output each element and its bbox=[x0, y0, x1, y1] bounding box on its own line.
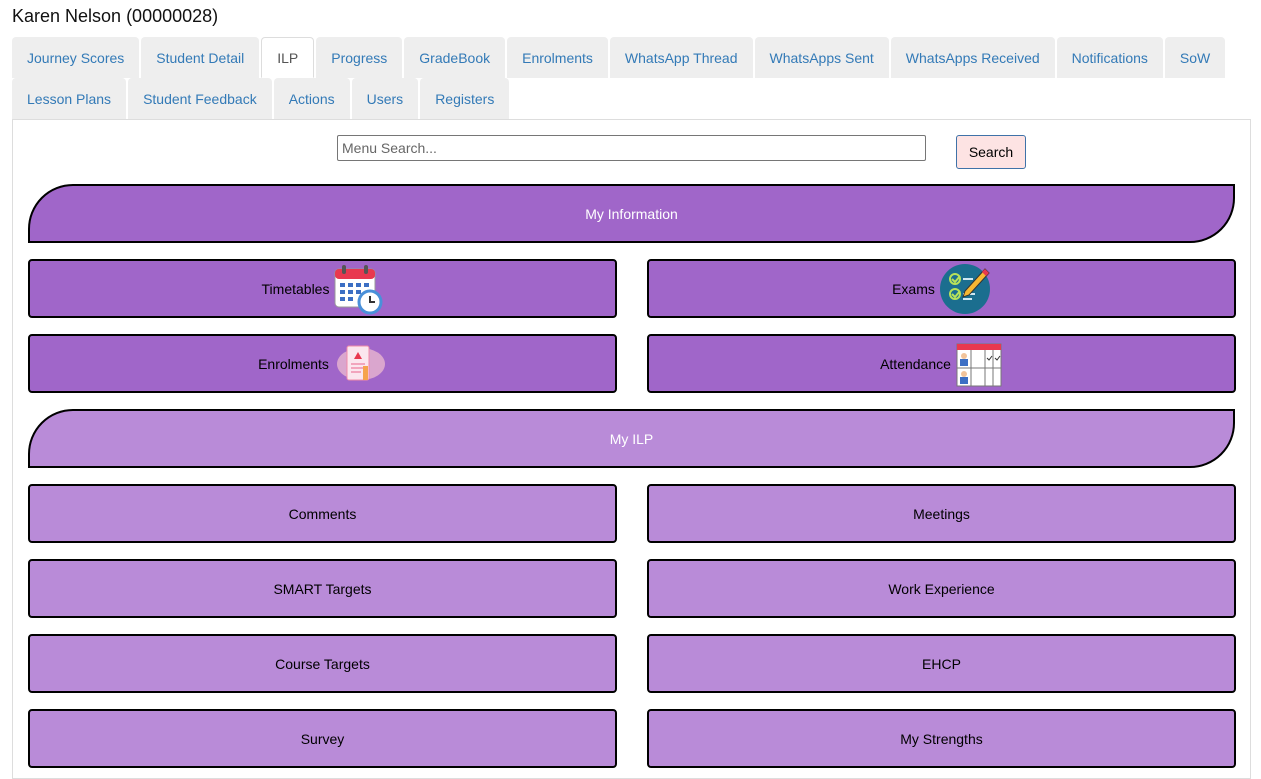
card-enrolments[interactable]: Enrolments bbox=[28, 334, 617, 393]
card-smart-targets[interactable]: SMART Targets bbox=[28, 559, 617, 618]
application-form-icon bbox=[333, 338, 387, 390]
tab-whatsapps-sent[interactable]: WhatsApps Sent bbox=[754, 37, 889, 78]
section-header-my-information[interactable]: My Information bbox=[28, 184, 1235, 243]
tab-lesson-plans[interactable]: Lesson Plans bbox=[12, 78, 127, 119]
card-timetables[interactable]: Timetables bbox=[28, 259, 617, 318]
search-button[interactable]: Search bbox=[956, 135, 1026, 169]
card-label: My Strengths bbox=[900, 730, 983, 747]
section-title: My Information bbox=[585, 205, 678, 222]
section-header-my-ilp[interactable]: My ILP bbox=[28, 409, 1235, 468]
tab-ilp[interactable]: ILP bbox=[261, 37, 315, 78]
tab-notifications[interactable]: Notifications bbox=[1056, 37, 1163, 78]
card-label: Work Experience bbox=[888, 580, 995, 597]
tab-student-feedback[interactable]: Student Feedback bbox=[128, 78, 272, 119]
card-meetings[interactable]: Meetings bbox=[647, 484, 1236, 543]
tab-progress[interactable]: Progress bbox=[316, 37, 403, 78]
card-label: Survey bbox=[300, 730, 345, 747]
tab-student-detail[interactable]: Student Detail bbox=[141, 37, 260, 78]
tab-registers[interactable]: Registers bbox=[420, 78, 510, 119]
card-label: Meetings bbox=[913, 505, 970, 522]
tab-whatsapp-thread[interactable]: WhatsApp Thread bbox=[609, 37, 753, 78]
tab-users[interactable]: Users bbox=[351, 78, 419, 119]
card-label: Attendance bbox=[880, 355, 951, 372]
menu-search-input[interactable] bbox=[337, 135, 926, 161]
section-title: My ILP bbox=[609, 430, 654, 447]
card-survey[interactable]: Survey bbox=[28, 709, 617, 768]
card-label: Comments bbox=[288, 505, 357, 522]
tab-whatsapps-received[interactable]: WhatsApps Received bbox=[890, 37, 1055, 78]
card-comments[interactable]: Comments bbox=[28, 484, 617, 543]
card-label: SMART Targets bbox=[273, 580, 372, 597]
card-label: Course Targets bbox=[275, 655, 370, 672]
tab-row-2: Lesson Plans Student Feedback Actions Us… bbox=[12, 78, 1252, 119]
card-attendance[interactable]: Attendance bbox=[647, 334, 1236, 393]
card-label: Enrolments bbox=[258, 355, 329, 372]
calendar-clock-icon bbox=[333, 263, 383, 315]
card-course-targets[interactable]: Course Targets bbox=[28, 634, 617, 693]
card-ehcp[interactable]: EHCP bbox=[647, 634, 1236, 693]
tab-actions[interactable]: Actions bbox=[273, 78, 350, 119]
tab-gradebook[interactable]: GradeBook bbox=[404, 37, 506, 78]
tab-sow[interactable]: SoW bbox=[1164, 37, 1226, 78]
card-my-strengths[interactable]: My Strengths bbox=[647, 709, 1236, 768]
card-label: Exams bbox=[892, 280, 935, 297]
tab-row-1: Journey Scores Student Detail ILP Progre… bbox=[12, 37, 1252, 78]
card-label: Timetables bbox=[261, 280, 330, 297]
tab-bar: Journey Scores Student Detail ILP Progre… bbox=[12, 37, 1252, 119]
tab-journey-scores[interactable]: Journey Scores bbox=[12, 37, 140, 78]
card-work-experience[interactable]: Work Experience bbox=[647, 559, 1236, 618]
tab-enrolments[interactable]: Enrolments bbox=[507, 37, 608, 78]
attendance-grid-icon bbox=[955, 340, 1003, 388]
card-exams[interactable]: Exams bbox=[647, 259, 1236, 318]
card-label: EHCP bbox=[922, 655, 961, 672]
checklist-pencil-icon bbox=[939, 263, 991, 315]
page-title: Karen Nelson (00000028) bbox=[12, 6, 219, 26]
